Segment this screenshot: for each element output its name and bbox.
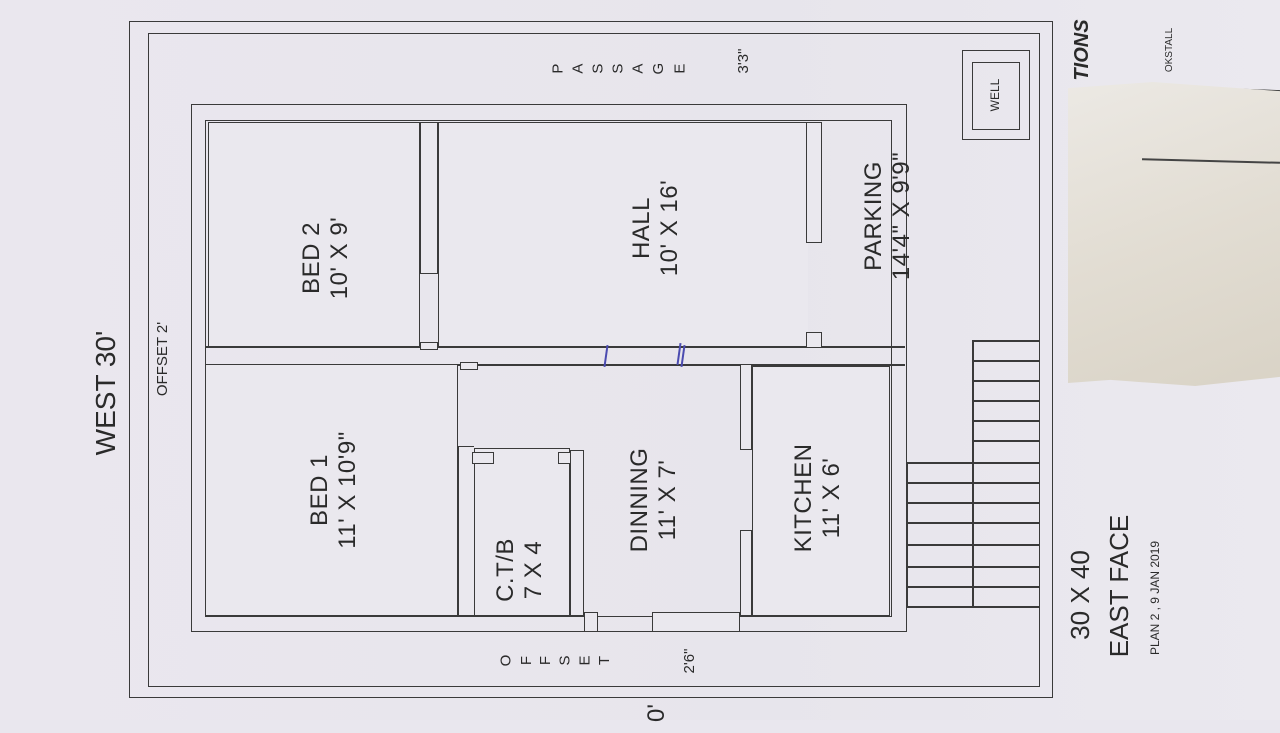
offset-top-label: OFFSET 2' — [154, 321, 171, 397]
hall-room — [438, 122, 808, 347]
torn-tape — [1068, 82, 1280, 386]
edge-small-text: OKSTALL — [1164, 27, 1175, 73]
well-outer — [962, 50, 1030, 140]
kitchen-room — [752, 366, 890, 616]
plan-info-label: PLAN 2 , 9 JAN 2019 — [1148, 540, 1162, 656]
bed1-room — [205, 364, 458, 616]
offset-letter: E — [576, 655, 594, 666]
plot-size-label: 30 X 40 — [1065, 550, 1095, 640]
ctb-right-wall — [570, 450, 584, 616]
passage-letter: A — [569, 63, 587, 74]
building-outer-wall — [191, 104, 907, 632]
offset-letter: O — [497, 654, 515, 667]
bed2-hall-partition — [420, 122, 438, 274]
passage-letter: G — [650, 62, 668, 75]
face-label: EAST FACE — [1104, 514, 1134, 658]
entry-wall-left — [584, 612, 598, 632]
well-inner — [972, 62, 1020, 130]
plot-border-outer — [129, 21, 1053, 698]
offset-letter: F — [517, 655, 535, 666]
passage-letter: E — [671, 63, 689, 74]
passage-letter: A — [629, 63, 647, 74]
bed2-room — [208, 122, 420, 347]
dinning-kitchen-wall-bottom — [740, 530, 752, 616]
offset-bottom-size: 2'6" — [681, 648, 698, 674]
offset-bottom-label: O F F S E T — [497, 652, 613, 669]
edge-title: TIONS — [1071, 19, 1093, 81]
west-dimension-label: WEST 30' — [90, 330, 121, 456]
passage-label: P A S S A G E — [549, 60, 689, 77]
offset-letter: T — [596, 655, 614, 666]
passage-letter: P — [549, 63, 567, 74]
passage-letter: S — [589, 63, 607, 74]
offset-letter: S — [556, 655, 574, 666]
hall-east-post — [806, 332, 822, 348]
stairs — [906, 340, 1040, 608]
ctb-notch-1 — [472, 452, 494, 464]
offset-letter: F — [536, 655, 554, 666]
ctb-left-wall — [458, 446, 474, 616]
center-wall-bottom — [205, 364, 905, 366]
ctb-room — [474, 448, 570, 616]
window-stub-2 — [460, 362, 478, 370]
well-label: WELL — [988, 78, 1002, 112]
passage-size: 3'3" — [735, 48, 752, 74]
window-stub-1 — [420, 342, 438, 350]
bottom-cut-label: 0' — [643, 704, 670, 722]
entry-wall-right — [652, 612, 740, 632]
passage-letter: S — [609, 63, 627, 74]
hall-east-wall — [806, 122, 822, 243]
dinning-kitchen-wall-top — [740, 364, 752, 450]
